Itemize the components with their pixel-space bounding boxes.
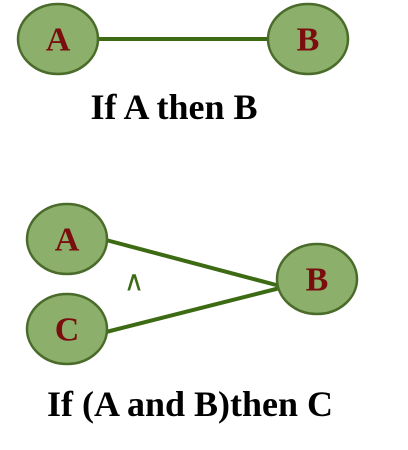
bottom-node-a-shape [25, 202, 109, 276]
top-node-a-label: A [46, 22, 71, 59]
bottom-node-c-shape [25, 292, 109, 366]
bottom-node-b-shape [275, 242, 359, 316]
bottom-node-b: B [275, 242, 359, 316]
top-node-a-shape [16, 2, 100, 76]
edge-c-b-bottom [105, 286, 281, 334]
bottom-node-a: A [25, 202, 109, 276]
top-node-b-shape [266, 2, 350, 76]
top-node-a: A [16, 2, 100, 76]
bottom-node-b-label: B [306, 262, 329, 299]
top-diagram: A B If A then B [16, 2, 350, 127]
bottom-node-a-label: A [55, 222, 80, 259]
bottom-diagram: ∧ A C B If (A and B)then C [25, 202, 359, 424]
top-node-b: B [266, 2, 350, 76]
edge-a-b-bottom [105, 238, 281, 288]
bottom-node-c-label: C [55, 312, 80, 349]
bottom-node-c: C [25, 292, 109, 366]
and-operator: ∧ [124, 265, 145, 298]
bottom-caption: If (A and B)then C [47, 384, 333, 424]
top-caption: If A then B [90, 87, 257, 127]
top-node-b-label: B [297, 22, 320, 59]
